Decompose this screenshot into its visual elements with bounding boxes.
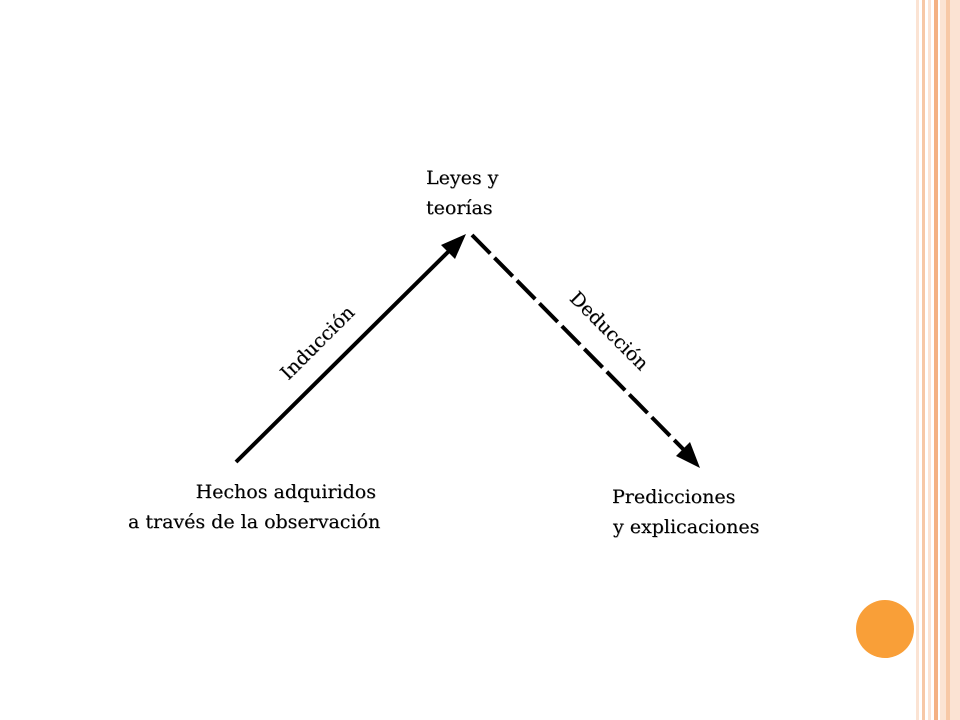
node-predictions-line2: y explicaciones [613, 516, 760, 538]
frame-stripe [934, 0, 938, 720]
node-laws-theories: Leyes y teorías [426, 163, 498, 223]
node-observed-facts-line2: a través de la observación [128, 511, 381, 533]
node-laws-theories-line1: Leyes y [426, 167, 499, 189]
frame-stripe [916, 0, 919, 720]
frame-stripe [928, 0, 931, 720]
frame-stripe [946, 0, 950, 720]
deduction-arrowhead [676, 442, 700, 468]
induction-arrowhead [441, 234, 466, 259]
deduction-arrow-line [470, 233, 688, 454]
orange-circle-icon [856, 600, 914, 658]
node-observed-facts-line1: Hechos adquiridos [195, 481, 376, 503]
node-observed-facts: Hechos adquiridos a través de la observa… [128, 477, 381, 537]
node-predictions-line1: Predicciones [612, 486, 736, 508]
frame-stripe [922, 0, 925, 720]
frame-stripe [940, 0, 960, 720]
induction-arrow-line [234, 248, 452, 464]
node-predictions: Predicciones y explicaciones [612, 482, 759, 542]
node-laws-theories-line2: teorías [426, 197, 493, 219]
